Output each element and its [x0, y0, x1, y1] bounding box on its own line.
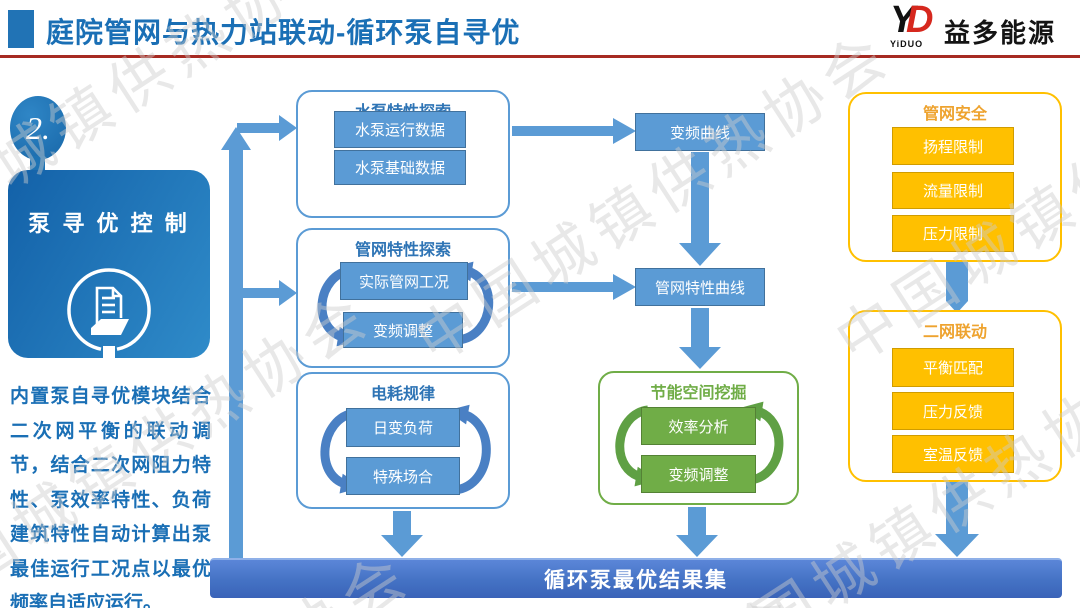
node-frequency-curve: 变频曲线 — [635, 113, 765, 151]
group-title: 节能空间挖掘 — [650, 385, 747, 402]
group-title: 电耗规律 — [370, 386, 435, 403]
group-title: 管网特性探索 — [354, 242, 451, 259]
node-frequency-adjust-green: 变频调整 — [641, 455, 756, 493]
node-frequency-adjust: 变频调整 — [343, 312, 463, 348]
result-bar: 循环泵最优结果集 — [210, 558, 1062, 598]
node-head-limit: 扬程限制 — [892, 127, 1014, 165]
node-actual-network-condition: 实际管网工况 — [340, 262, 468, 300]
node-balance-match: 平衡匹配 — [892, 348, 1014, 387]
step-description: 内置泵自寻优模块结合二次网平衡的联动调节，结合二次网阻力特性、泵效率特性、负荷建… — [10, 386, 211, 608]
header-divider — [0, 55, 1080, 58]
yiduo-logo-icon: Y D YiDUO — [890, 0, 934, 49]
node-flow-limit: 流量限制 — [892, 172, 1014, 209]
step-card-title: 泵 寻 优 控 制 — [28, 211, 190, 236]
page-title: 庭院管网与热力站联动-循环泵自寻优 — [46, 17, 521, 48]
step-connector — [30, 156, 45, 174]
document-folder-icon — [67, 268, 151, 360]
feedback-up-arrow — [221, 127, 251, 558]
node-pressure-limit: 压力限制 — [892, 215, 1014, 252]
group-title: 二网联动 — [922, 324, 987, 341]
node-network-curve: 管网特性曲线 — [635, 268, 765, 306]
result-bar-label: 循环泵最优结果集 — [544, 569, 728, 592]
group-title: 管网安全 — [922, 106, 987, 123]
node-room-temp-feedback: 室温反馈 — [892, 435, 1014, 473]
node-daily-load: 日变负荷 — [346, 408, 460, 447]
node-special-case: 特殊场合 — [346, 457, 460, 495]
brand-name: 益多能源 — [944, 18, 1057, 48]
step-number-badge: 2. — [10, 96, 66, 160]
node-efficiency-analysis: 效率分析 — [641, 407, 756, 445]
node-pump-run-data: 水泵运行数据 — [334, 111, 466, 148]
node-pressure-feedback: 压力反馈 — [892, 392, 1014, 430]
node-pump-base-data: 水泵基础数据 — [334, 150, 466, 185]
step-card: 泵 寻 优 控 制 — [8, 170, 210, 360]
company-logo: Y D YiDUO 益多能源 — [888, 0, 1057, 53]
logo-subtext: YiDUO — [890, 39, 924, 49]
title-accent-block — [8, 10, 34, 48]
